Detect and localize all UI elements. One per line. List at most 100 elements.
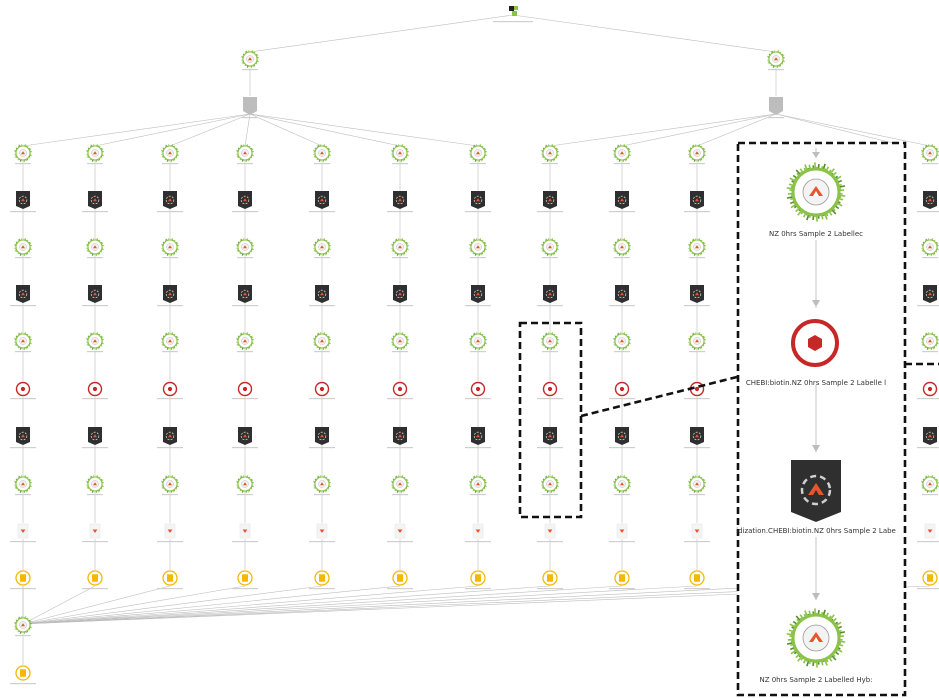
sample-node[interactable] xyxy=(921,238,939,259)
assay-node[interactable] xyxy=(609,285,635,307)
material-node[interactable] xyxy=(465,381,491,400)
material-node[interactable] xyxy=(10,381,36,400)
sample-node[interactable] xyxy=(688,332,706,353)
assay-node[interactable] xyxy=(232,427,258,449)
sample-node[interactable] xyxy=(236,475,254,496)
assay-node[interactable] xyxy=(465,285,491,307)
material-node[interactable] xyxy=(917,381,939,400)
assay-node[interactable] xyxy=(465,427,491,449)
sample-node[interactable] xyxy=(236,332,254,353)
protocol-node[interactable] xyxy=(537,523,563,543)
sample-node[interactable] xyxy=(613,475,631,496)
assay-node[interactable] xyxy=(157,191,183,213)
zoom-assay-node[interactable] xyxy=(791,460,841,522)
material-node[interactable] xyxy=(537,381,563,400)
assay-node[interactable] xyxy=(82,427,108,449)
data-file-node[interactable] xyxy=(10,570,36,590)
sample-node[interactable] xyxy=(541,475,559,496)
data-file-node[interactable] xyxy=(917,570,939,590)
sample-node[interactable] xyxy=(541,332,559,353)
assay-node[interactable] xyxy=(232,191,258,213)
sample-node[interactable] xyxy=(313,475,331,496)
sample-node[interactable] xyxy=(541,238,559,259)
material-node[interactable] xyxy=(232,381,258,400)
assay-node[interactable] xyxy=(82,191,108,213)
assay-node[interactable] xyxy=(684,191,710,213)
sample-node[interactable] xyxy=(391,475,409,496)
protocol-node[interactable] xyxy=(157,523,183,543)
data-file-node[interactable] xyxy=(387,570,413,590)
assay-node[interactable] xyxy=(465,191,491,213)
sample-node[interactable] xyxy=(613,144,631,165)
sample-node[interactable] xyxy=(688,144,706,165)
sample-node[interactable] xyxy=(161,144,179,165)
sample-node[interactable] xyxy=(14,616,32,637)
sample-node[interactable] xyxy=(14,332,32,353)
sample-node[interactable] xyxy=(313,238,331,259)
protocol-node[interactable] xyxy=(465,523,491,543)
study-root-node[interactable] xyxy=(493,6,533,23)
material-node[interactable] xyxy=(82,381,108,400)
material-node[interactable] xyxy=(387,381,413,400)
assay-node[interactable] xyxy=(917,191,939,213)
material-node[interactable] xyxy=(684,381,710,400)
data-file-node[interactable] xyxy=(82,570,108,590)
data-file-node[interactable] xyxy=(609,570,635,590)
sample-node[interactable] xyxy=(921,332,939,353)
material-node[interactable] xyxy=(309,381,335,400)
sample-node[interactable] xyxy=(469,475,487,496)
sample-node[interactable] xyxy=(86,144,104,165)
assay-node[interactable] xyxy=(309,285,335,307)
sample-node[interactable] xyxy=(469,332,487,353)
protocol-node[interactable] xyxy=(309,523,335,543)
sample-node[interactable] xyxy=(688,475,706,496)
protocol-node[interactable] xyxy=(684,523,710,543)
protocol-node[interactable] xyxy=(609,523,635,543)
sample-node[interactable] xyxy=(469,144,487,165)
sample-node[interactable] xyxy=(241,50,259,71)
data-file-node[interactable] xyxy=(157,570,183,590)
assay-node[interactable] xyxy=(157,427,183,449)
assay-node[interactable] xyxy=(387,427,413,449)
assay-node[interactable] xyxy=(387,191,413,213)
data-file-node[interactable] xyxy=(232,570,258,590)
sample-node[interactable] xyxy=(391,332,409,353)
assay-node[interactable] xyxy=(10,427,36,449)
material-node[interactable] xyxy=(609,381,635,400)
sample-node[interactable] xyxy=(14,475,32,496)
assay-node[interactable] xyxy=(684,285,710,307)
assay-node[interactable] xyxy=(917,285,939,307)
sample-node[interactable] xyxy=(236,144,254,165)
sample-node[interactable] xyxy=(86,238,104,259)
zoom-material-node[interactable] xyxy=(791,319,839,367)
protocol-node[interactable] xyxy=(917,523,939,543)
data-file-node[interactable] xyxy=(537,570,563,590)
data-file-node[interactable] xyxy=(465,570,491,590)
assay-node[interactable] xyxy=(232,285,258,307)
assay-node[interactable] xyxy=(10,191,36,213)
assay-node[interactable] xyxy=(309,427,335,449)
protocol-node[interactable] xyxy=(768,97,784,119)
assay-node[interactable] xyxy=(537,427,563,449)
assay-node[interactable] xyxy=(309,191,335,213)
assay-node[interactable] xyxy=(684,427,710,449)
protocol-node[interactable] xyxy=(10,523,36,543)
sample-node[interactable] xyxy=(313,144,331,165)
sample-node[interactable] xyxy=(767,50,785,71)
sample-node[interactable] xyxy=(14,238,32,259)
material-node[interactable] xyxy=(157,381,183,400)
sample-node[interactable] xyxy=(391,144,409,165)
protocol-node[interactable] xyxy=(387,523,413,543)
sample-node[interactable] xyxy=(86,475,104,496)
sample-node[interactable] xyxy=(161,332,179,353)
sample-node[interactable] xyxy=(86,332,104,353)
assay-node[interactable] xyxy=(387,285,413,307)
sample-node[interactable] xyxy=(921,475,939,496)
sample-node[interactable] xyxy=(688,238,706,259)
data-file-node[interactable] xyxy=(10,665,36,685)
sample-node[interactable] xyxy=(613,332,631,353)
assay-node[interactable] xyxy=(609,191,635,213)
zoom-hyb-sample-node[interactable] xyxy=(786,608,846,668)
protocol-node[interactable] xyxy=(82,523,108,543)
